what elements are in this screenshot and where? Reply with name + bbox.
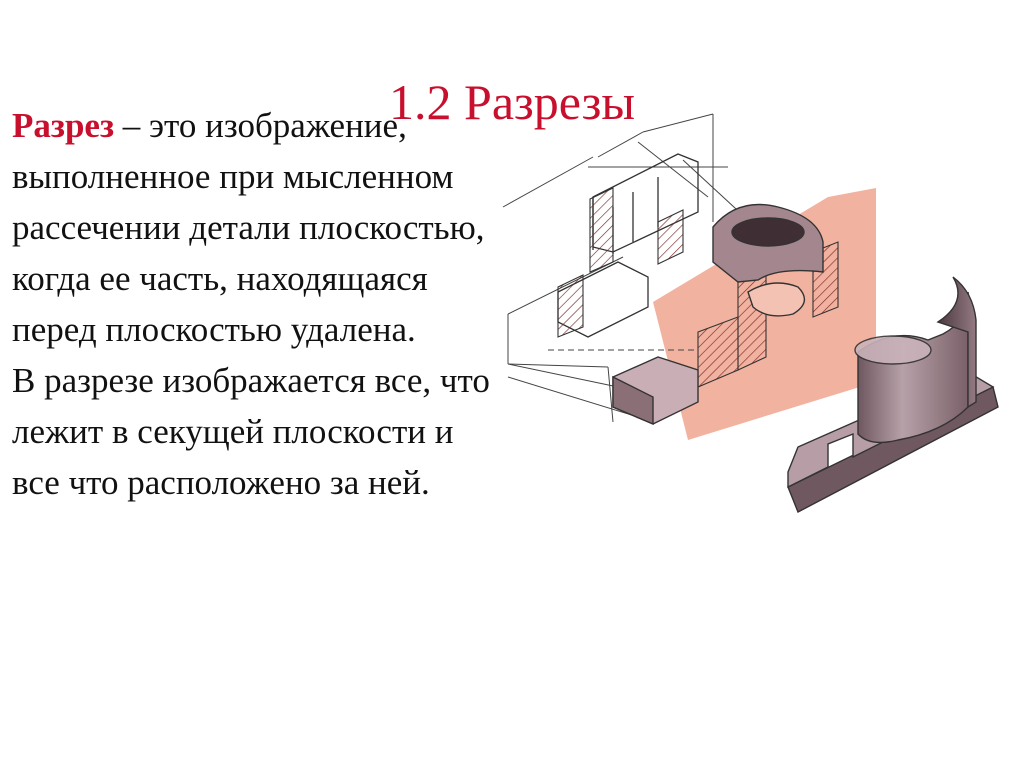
- cut-part-solid: [612, 203, 824, 426]
- slide-title: 1.2 Разрезы: [389, 73, 635, 130]
- definition-term: Разрез: [12, 106, 115, 145]
- removed-half-solid: [787, 276, 999, 513]
- section-cut-illustration: [502, 113, 999, 513]
- definition-paragraph: Разрез – это изображение, выполненное пр…: [12, 100, 502, 355]
- body-text: Разрез – это изображение, выполненное пр…: [12, 100, 502, 508]
- definition-text: – это изображение, выполненное при мысле…: [12, 106, 485, 349]
- section-content-paragraph: В разрезе изображается все, что лежит в …: [12, 361, 490, 502]
